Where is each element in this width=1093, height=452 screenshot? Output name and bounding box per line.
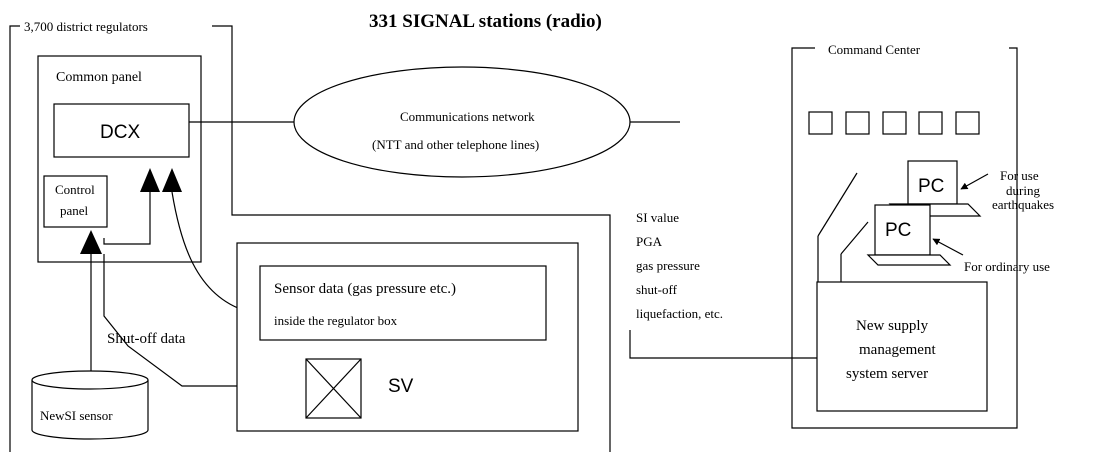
- common-panel-box: [37, 55, 202, 263]
- control-dcx-link: [103, 192, 151, 245]
- indicator-square-3: [882, 111, 907, 135]
- data-server-line: [629, 330, 817, 359]
- sensor-data-label-1: Sensor data (gas pressure etc.): [274, 281, 456, 297]
- common-panel-label: Common panel: [56, 70, 142, 85]
- district-regulators-frame: 3,700 district regulators: [9, 19, 611, 452]
- dcx-sensor-curve: [171, 191, 247, 312]
- pc-earthquake-note-1: For use: [1000, 168, 1039, 183]
- network-label-1: Communications network: [400, 109, 535, 124]
- data-item-shutoff: shut-off: [636, 282, 678, 297]
- indicator-square-5: [955, 111, 980, 135]
- data-item-liquefaction: liquefaction, etc.: [636, 306, 723, 321]
- indicator-square-2: [845, 111, 870, 135]
- dcx-box: [53, 103, 190, 158]
- pc-ordinary-computer: [866, 204, 952, 266]
- server-label-2: management: [859, 342, 936, 358]
- pc-ordinary-label: PC: [885, 220, 911, 241]
- server-pc-line-2: [817, 172, 858, 237]
- control-panel-arrowhead: [80, 230, 102, 254]
- earthquake-arrow: [960, 173, 989, 190]
- pc-earthquake-label: PC: [918, 176, 944, 197]
- sensor-data-box: [259, 265, 547, 341]
- sv-label: SV: [388, 376, 414, 397]
- data-item-si-value: SI value: [636, 210, 679, 225]
- command-center-frame: [791, 47, 1018, 429]
- data-item-gas-pressure: gas pressure: [636, 258, 700, 273]
- shutoff-data-label: Shut-off data: [107, 331, 186, 347]
- server-pc-line-4: [840, 221, 869, 255]
- network-label-2: (NTT and other telephone lines): [372, 137, 539, 152]
- server-label-1: New supply: [856, 318, 929, 334]
- control-panel-label-2: panel: [60, 203, 89, 218]
- dcx-arrowhead-2: [162, 168, 182, 192]
- diagram-title: 331 SIGNAL stations (radio): [369, 11, 602, 32]
- server-box: [816, 281, 988, 412]
- sv-valve-symbol: [305, 358, 362, 419]
- command-center-label: Command Center: [828, 42, 921, 57]
- pc-ordinary-note: For ordinary use: [964, 259, 1050, 274]
- ordinary-arrow: [932, 238, 964, 256]
- shutoff-path-line: [103, 254, 280, 387]
- district-regulators-label: 3,700 district regulators: [24, 19, 148, 34]
- newsi-sensor-cylinder: [31, 370, 149, 440]
- indicator-square-1: [808, 111, 833, 135]
- dcx-arrowhead-1: [140, 168, 160, 192]
- server-label-3: system server: [846, 366, 928, 382]
- data-item-pga: PGA: [636, 234, 663, 249]
- pc-earthquake-note-3: earthquakes: [992, 197, 1054, 212]
- sensor-data-label-2: inside the regulator box: [274, 313, 398, 328]
- pc-earthquake-note-2: during: [1006, 183, 1040, 198]
- indicator-square-4: [918, 111, 943, 135]
- newsi-sensor-label: NewSI sensor: [40, 408, 113, 423]
- dcx-label: DCX: [100, 122, 140, 143]
- control-panel-label-1: Control: [55, 182, 95, 197]
- control-panel-box: [43, 175, 108, 228]
